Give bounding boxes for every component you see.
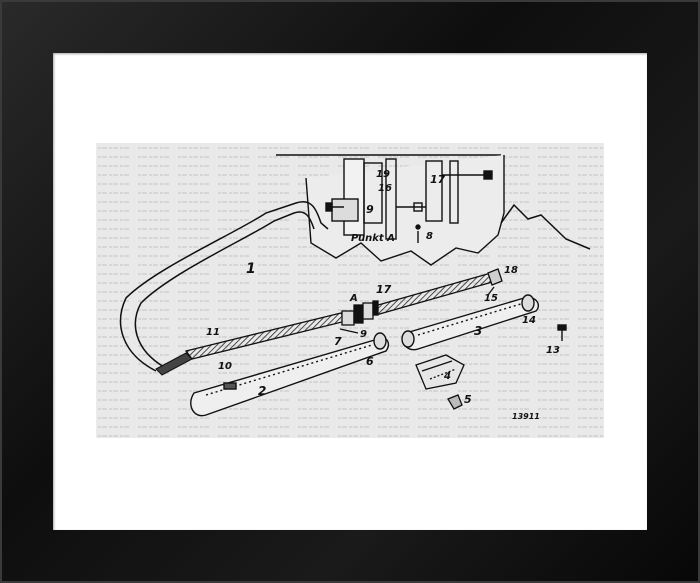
wedge-part-4 <box>415 354 465 390</box>
label-6: 6 <box>366 355 374 368</box>
panel-3 <box>401 294 540 351</box>
label-4: 4 <box>443 371 451 382</box>
label-10: 10 <box>218 361 232 372</box>
main-body-outline <box>119 201 591 372</box>
label-point-a: A <box>349 293 358 304</box>
label-17-inset: 17 <box>430 173 446 186</box>
label-15: 15 <box>484 293 498 304</box>
label-11: 11 <box>206 327 220 338</box>
label-13: 13 <box>546 345 560 356</box>
hatched-strip <box>155 272 498 376</box>
inset-detail-punkt-a <box>276 154 505 266</box>
label-17: 17 <box>376 283 392 296</box>
clip-part-5 <box>447 394 463 410</box>
label-8: 8 <box>426 231 433 242</box>
label-1: 1 <box>246 261 256 277</box>
technical-drawing-print: 1 2 3 4 5 6 7 8 9 9 10 11 13 14 15 16 17… <box>96 143 604 438</box>
label-9-inset: 9 <box>366 203 374 216</box>
connector-block-a <box>339 300 379 334</box>
part-labels: 1 2 3 4 5 6 7 8 9 9 10 11 13 14 15 16 17… <box>206 169 560 421</box>
label-7: 7 <box>334 335 342 348</box>
label-5: 5 <box>464 393 472 406</box>
panel-2 <box>190 332 390 417</box>
label-14: 14 <box>522 315 536 326</box>
end-bracket <box>487 268 503 296</box>
inset-caption: Punkt A <box>351 233 395 244</box>
screw-part-13 <box>557 324 567 341</box>
label-18: 18 <box>504 265 518 276</box>
exploded-view-drawing: 1 2 3 4 5 6 7 8 9 9 10 11 13 14 15 16 17… <box>96 143 604 438</box>
label-3: 3 <box>474 324 482 338</box>
catalog-number: 13911 <box>512 412 540 421</box>
label-16: 16 <box>378 183 392 194</box>
label-19: 19 <box>376 169 390 180</box>
label-2: 2 <box>258 384 266 398</box>
label-9: 9 <box>360 329 367 340</box>
